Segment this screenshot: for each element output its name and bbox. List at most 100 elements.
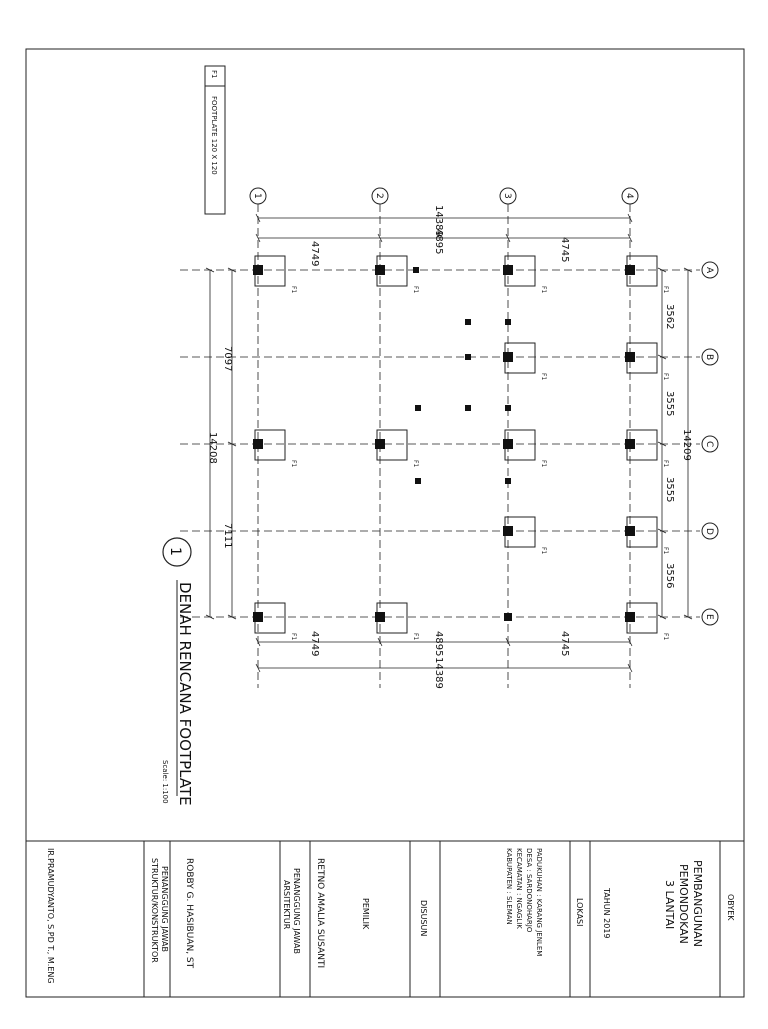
obyek-label: OBYEK bbox=[726, 894, 735, 921]
dim-right-bc: 3555 bbox=[664, 391, 675, 416]
project-title-line3: 3 LANTAI bbox=[663, 880, 676, 929]
dim-top-c: 4745 bbox=[559, 237, 570, 262]
engineer-name: IR.PRAMUDYANTO, S.PD T., M.ENG bbox=[46, 848, 55, 984]
footing-4a-column bbox=[625, 265, 635, 275]
footing-4d-column bbox=[625, 526, 635, 536]
footing-1c-label: F1 bbox=[290, 460, 297, 467]
grid-bubble-2: 2 bbox=[371, 187, 389, 205]
dim-bottom-total: 14389 bbox=[433, 657, 444, 689]
dim-top-total: 14389 bbox=[433, 205, 444, 237]
legend-description: FOOTPLATE 120 X 120 bbox=[210, 96, 218, 175]
small-column-10 bbox=[505, 441, 511, 447]
grid-bubble-1-label: 1 bbox=[252, 193, 262, 199]
footing-4b-column bbox=[625, 352, 635, 362]
address-line1: PADUKUHAN : KARANG JENLEM bbox=[535, 848, 543, 956]
legend: F1 FOOTPLATE 120 X 120 bbox=[204, 65, 226, 215]
footing-1c-column bbox=[253, 439, 263, 449]
grid-bubble-4: 4 bbox=[621, 187, 639, 205]
footing-2a-column bbox=[375, 265, 385, 275]
grid-bubble-d: D bbox=[701, 522, 719, 540]
struct-role-line2: STRUKTUR/KONSTRUKTOR bbox=[150, 858, 159, 963]
footing-3b-label: F1 bbox=[540, 373, 547, 380]
grid-bubble-1: 1 bbox=[249, 187, 267, 205]
legend-code: F1 bbox=[210, 70, 218, 78]
grid-bubble-e-label: E bbox=[704, 614, 714, 620]
footing-3a-column bbox=[503, 265, 513, 275]
grid-bubble-d-label: D bbox=[704, 528, 714, 535]
grid-bubble-b: B bbox=[701, 348, 719, 366]
footing-2c-label: F1 bbox=[412, 460, 419, 467]
footing-4c-column bbox=[625, 439, 635, 449]
grid-bubble-e: E bbox=[701, 608, 719, 626]
dim-right-ab: 3562 bbox=[664, 304, 675, 329]
grid-bubble-3-label: 3 bbox=[502, 193, 512, 199]
owner-name: RETNO AMALIA SUSANTI bbox=[315, 858, 325, 968]
footing-4b-label: F1 bbox=[662, 373, 669, 380]
dimension-left bbox=[205, 267, 237, 620]
struct-role-line1: PENANGGUNG JAWAB bbox=[160, 866, 169, 952]
grid-bubbles-letters: A B C D E bbox=[701, 261, 719, 626]
grid-bubble-3: 3 bbox=[499, 187, 517, 205]
footing-1a-column bbox=[253, 265, 263, 275]
footing-3c-label: F1 bbox=[540, 460, 547, 467]
grid-bubble-a: A bbox=[701, 261, 719, 279]
title-block-grid bbox=[143, 841, 721, 997]
small-column-4 bbox=[465, 354, 471, 360]
dim-right-total: 14209 bbox=[681, 429, 692, 461]
grid-bubble-b-label: B bbox=[704, 354, 714, 360]
grid-bubble-a-label: A bbox=[704, 267, 714, 274]
dim-bottom-c: 4745 bbox=[559, 631, 570, 656]
detail-number: 1 bbox=[167, 547, 183, 556]
project-title-line2: PEMONDOKAN bbox=[677, 864, 690, 944]
grid-bubble-c: C bbox=[701, 435, 719, 453]
grid-bubble-c-label: C bbox=[704, 441, 714, 447]
small-column-7 bbox=[505, 405, 511, 411]
dim-right-de: 3556 bbox=[664, 563, 675, 588]
grid-bubble-2-label: 2 bbox=[374, 193, 384, 199]
small-column-2 bbox=[465, 319, 471, 325]
footing-4d-label: F1 bbox=[662, 547, 669, 554]
footing-3d-label: F1 bbox=[540, 547, 547, 554]
footing-3a-label: F1 bbox=[540, 286, 547, 293]
dim-top-b: 4895 bbox=[433, 229, 444, 254]
disusun-label: DISUSUN bbox=[419, 900, 428, 936]
dim-bottom-a: 4749 bbox=[309, 631, 320, 656]
sheet-border bbox=[25, 48, 745, 998]
footing-3d-column bbox=[503, 526, 513, 536]
footing-2e-label: F1 bbox=[412, 633, 419, 640]
struct-name: ROBBY G. HASIBUAN, ST bbox=[184, 858, 194, 969]
pemilik-label: PEMILIK bbox=[361, 898, 370, 930]
small-column-3 bbox=[505, 319, 511, 325]
plan-title-block: 1 DENAH RENCANA FOOTPLATE Scale: 1:100 bbox=[161, 537, 194, 806]
dimension-bottom bbox=[255, 637, 633, 673]
address-line3: KECAMATAN : NGAGLIK bbox=[515, 848, 523, 929]
dim-top-a: 4749 bbox=[309, 241, 320, 266]
footing-1e-label: F1 bbox=[290, 633, 297, 640]
legend-box bbox=[204, 65, 226, 215]
dim-left-total: 14208 bbox=[207, 432, 218, 464]
dim-left-ac: 7097 bbox=[222, 346, 233, 371]
column-3e bbox=[504, 613, 512, 621]
detail-bubble bbox=[162, 537, 192, 567]
small-column-6 bbox=[465, 405, 471, 411]
address-line4: KABUPATEN : SLEMAN bbox=[505, 848, 513, 925]
grid-bubble-4-label: 4 bbox=[624, 193, 634, 199]
lokasi-label: LOKASI bbox=[575, 898, 584, 926]
arch-role-line2: ARSITEKTUR bbox=[282, 880, 291, 930]
footing-4a-label: F1 bbox=[662, 286, 669, 293]
dimension-right bbox=[657, 267, 693, 620]
small-column-9 bbox=[505, 478, 511, 484]
small-column-8 bbox=[415, 478, 421, 484]
address-line2: DESA : SARDONOHARJO bbox=[525, 848, 533, 933]
footing-4e-label: F1 bbox=[662, 633, 669, 640]
plan-scale: Scale: 1:100 bbox=[161, 760, 169, 804]
footing-1e-column bbox=[253, 612, 263, 622]
footing-2e-column bbox=[375, 612, 385, 622]
footing-4e-column bbox=[625, 612, 635, 622]
footing-3b-column bbox=[503, 352, 513, 362]
plan-title: DENAH RENCANA FOOTPLATE bbox=[176, 582, 194, 806]
grid-bubbles-numbers: 1 2 3 4 bbox=[249, 187, 639, 205]
